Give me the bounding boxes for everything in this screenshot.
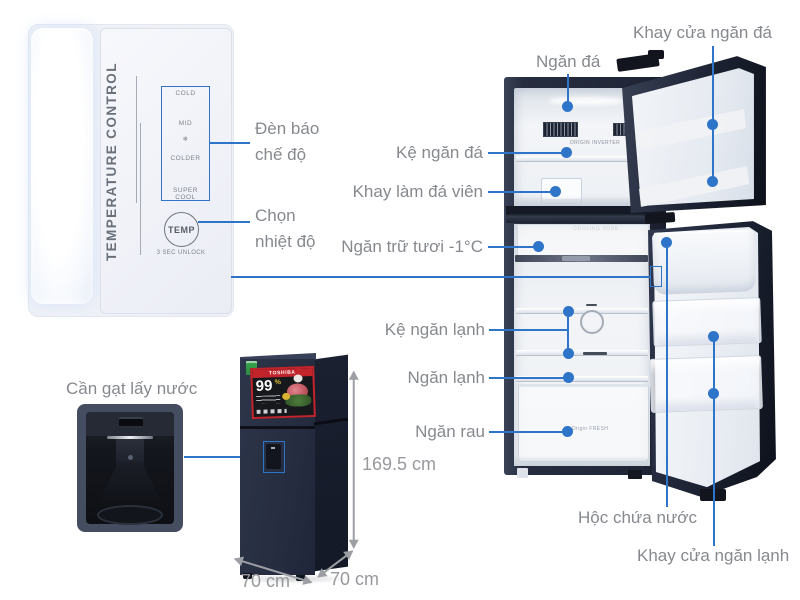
freezer-shelf-dot	[561, 147, 572, 158]
fridge-compartment-label: Ngăn lạnh	[407, 368, 485, 387]
fridge-foot-left	[517, 468, 528, 478]
title-rule	[136, 76, 137, 203]
top-hinge-knob	[648, 50, 664, 59]
height-label: 169.5 cm	[362, 454, 437, 474]
small-fridge-dispenser	[266, 444, 281, 469]
mode-indicator-box: COLD MID ❄ COLDER SUPER COOL	[161, 86, 210, 201]
origin-fresh-text: Origin FRESH	[571, 426, 609, 432]
freezer-door-tray-line	[712, 46, 714, 181]
fridge-shelf-label: Kệ ngăn lạnh	[384, 320, 485, 339]
dispenser-funnel-lip	[97, 505, 163, 525]
unlock-hint: 3 SEC UNLOCK	[156, 250, 206, 256]
freezer-floor	[514, 196, 650, 206]
water-box-line	[666, 245, 668, 507]
fridge-shelf-line	[489, 329, 568, 331]
fridge-door-tray-label: Khay cửa ngăn lạnh	[637, 546, 790, 565]
water-box-label: Hộc chứa nước	[578, 508, 697, 527]
mode-supercool-label: SUPER COOL	[173, 187, 198, 201]
fridge-led-light	[31, 28, 93, 304]
small-fridge-side	[314, 354, 348, 572]
small-fridge-foot	[243, 573, 252, 579]
deodorizer-emblem	[580, 310, 604, 334]
small-fridge-shadow	[234, 574, 352, 584]
snowflake-icon: ❄	[182, 136, 189, 143]
fridge-compartment-line	[489, 377, 565, 379]
fridge-floor	[514, 456, 650, 466]
freezer-ceiling-light	[548, 97, 624, 105]
mode-colder-label: COLDER	[170, 155, 201, 162]
veg-drawer-dot	[562, 426, 573, 437]
dispenser-label-chip	[119, 417, 143, 428]
temp-control-panel	[100, 28, 232, 314]
mode-indicator-label: Đèn báo chế độ	[255, 119, 320, 164]
water-box-dot	[661, 237, 672, 248]
dispenser-lever-dot	[128, 455, 133, 460]
compartment-divider	[506, 206, 664, 223]
freezer-door-tray-label: Khay cửa ngăn đá	[633, 23, 772, 42]
ice-maker-tray-line	[488, 191, 553, 193]
sticker-number: 99	[255, 377, 273, 395]
ice-maker-tray-dot	[550, 186, 561, 197]
temp-panel-location-box	[650, 266, 662, 287]
sticker-small-text	[256, 395, 281, 404]
dispenser-chrome-band	[107, 436, 153, 439]
chill-zone-plaque	[562, 256, 590, 261]
freezer-shelf	[516, 156, 648, 162]
fridge-door-tray-dot	[708, 331, 719, 342]
veg-drawer-label: Ngăn rau	[415, 422, 485, 441]
water-lever-label: Cần gạt lấy nước	[66, 379, 198, 398]
promo-sticker: TOSHIBA 99 %	[250, 365, 316, 420]
fridge-compartment-dot	[563, 372, 574, 383]
fridge-shelf-3	[516, 376, 648, 382]
chill-zone-line	[488, 246, 536, 248]
back-wall-mark	[586, 304, 597, 306]
fridge-shelf-line-v	[567, 311, 569, 354]
back-wall-mark	[583, 352, 607, 355]
temp-panel-location-line	[231, 276, 651, 278]
chill-zone-dot	[533, 241, 544, 252]
title-rule	[140, 123, 141, 255]
mode-mid-label: MID	[178, 120, 193, 127]
temp-select-label: Chọn nhiệt độ	[255, 206, 316, 251]
temp-button: TEMP	[164, 212, 199, 247]
dispenser-link-line	[184, 456, 263, 458]
height-arrow	[353, 371, 355, 548]
width-label: 70 cm	[241, 571, 291, 591]
small-fridge-dispenser-highlight	[271, 447, 275, 449]
sticker-footer-logos	[256, 408, 287, 414]
fridge-foot-right	[628, 470, 642, 479]
chill-zone-label: Ngăn trữ tươi -1°C	[341, 237, 483, 256]
sticker-percent: %	[274, 379, 282, 387]
freezer-shelf-line	[488, 152, 564, 154]
dispenser-highlight-box	[263, 441, 285, 473]
sticker-brand-banner: TOSHIBA	[252, 367, 313, 379]
fridge-door-tray-line	[713, 338, 715, 546]
food-garlic	[293, 374, 303, 383]
veg-drawer-line	[489, 431, 564, 433]
ice-maker-tray-label: Khay làm đá viên	[352, 182, 483, 201]
origin-inverter-text: ORIGIN INVERTER	[569, 140, 621, 146]
freezer-dot	[562, 101, 573, 112]
freezer-line	[567, 74, 569, 106]
fridge-shelf-dot	[563, 348, 574, 359]
fridge-shelf-2	[516, 350, 648, 356]
freezer-vent-left	[543, 122, 578, 137]
vegetable-drawer	[518, 384, 649, 462]
temp-select-line	[198, 221, 250, 223]
temp-control-title: TEMPERATURE CONTROL	[104, 62, 119, 262]
freezer-door-tray-dot	[707, 176, 718, 187]
freezer-label: Ngăn đá	[536, 52, 601, 71]
depth-label: 70 cm	[330, 569, 380, 589]
freezer-shelf-label: Kệ ngăn đá	[396, 143, 483, 162]
fridge-shelf-dot	[563, 306, 574, 317]
small-fridge-divider	[240, 426, 315, 429]
freezer-door-open	[620, 54, 768, 214]
mode-indicator-line	[209, 142, 250, 144]
mode-cold-label: COLD	[175, 90, 196, 97]
fridge-door-tray-1	[652, 297, 762, 347]
